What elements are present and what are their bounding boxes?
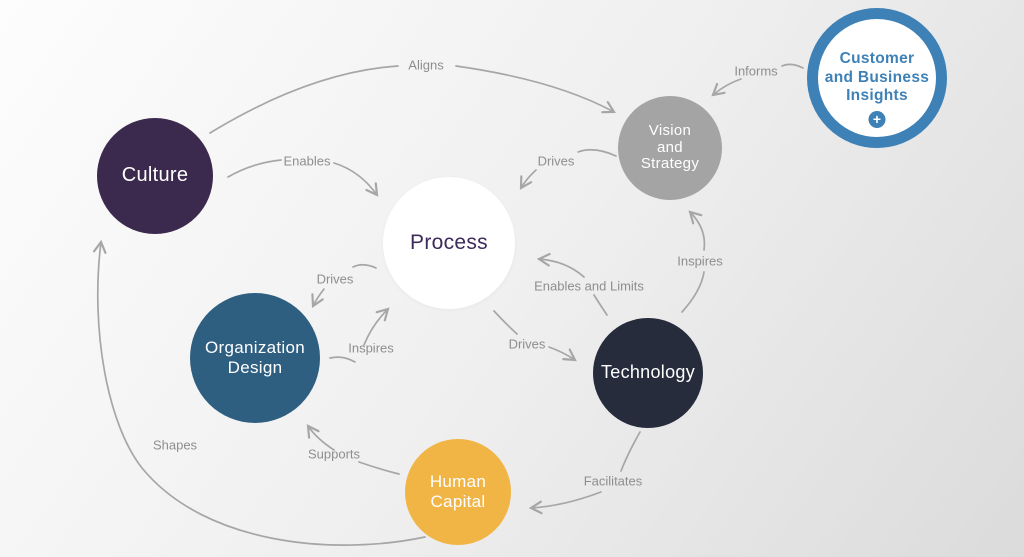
node-process: Process — [383, 177, 515, 309]
edge-label-enables: Enables — [283, 153, 331, 169]
node-culture: Culture — [97, 118, 213, 234]
edge-shapes-line — [92, 239, 426, 546]
edge-inspires-organization-line-end — [363, 307, 390, 346]
edge-informs-line-start — [781, 63, 804, 69]
node-technology-label: Technology — [600, 362, 696, 383]
edge-label-drives-process-technology: Drives — [508, 336, 546, 352]
node-vision-strategy: Vision and Strategy — [618, 96, 722, 200]
node-technology: Technology — [593, 318, 703, 428]
edge-drives-vision-line-end — [519, 169, 537, 190]
node-organization-design: Organization Design — [190, 293, 320, 423]
edge-drives-organization-line-end — [311, 288, 325, 308]
edge-enables-limits-line-start — [593, 294, 608, 316]
edge-label-shapes: Shapes — [152, 437, 198, 453]
node-culture-label: Culture — [121, 164, 189, 187]
edge-label-drives-vision-process: Drives — [537, 153, 575, 169]
edge-drives-technology-line-end — [548, 346, 577, 362]
edge-drives-technology-line-start — [493, 310, 518, 335]
edge-label-aligns: Aligns — [408, 57, 444, 73]
edge-enables-line-start — [227, 159, 282, 178]
edge-label-enables-and-limits: Enables and Limits — [534, 278, 644, 294]
edge-label-drives-process-organization: Drives — [316, 271, 354, 287]
edge-label-facilitates: Facilitates — [583, 473, 643, 489]
edge-enables-line-end — [333, 162, 379, 197]
node-process-label: Process — [410, 230, 488, 254]
edge-inspires-technology-line-end — [688, 210, 706, 251]
edge-label-inspires-organization-process: Inspires — [348, 340, 394, 356]
expand-plus-icon[interactable]: + — [868, 111, 886, 128]
edge-inspires-technology-line-start — [681, 271, 705, 313]
edge-enables-limits-line-end — [536, 252, 585, 278]
node-organization-design-label: Organization Design — [205, 337, 305, 377]
node-vision-strategy-label: Vision and Strategy — [640, 121, 700, 173]
edge-label-informs: Informs — [734, 63, 778, 79]
edge-supports-line-start — [358, 461, 400, 475]
edge-supports-line-end — [306, 424, 335, 451]
edge-label-inspires-technology-vision: Inspires — [677, 253, 723, 269]
node-customer-business-insights-label: Customer and Business Insights — [824, 49, 930, 105]
edge-informs-line-end — [711, 78, 742, 97]
edge-drives-organization-line-start — [352, 263, 377, 269]
node-customer-business-insights: Customer and Business Insights + — [807, 8, 947, 148]
edge-label-supports: Supports — [307, 446, 361, 462]
node-human-capital: Human Capital — [405, 439, 511, 545]
edge-facilitates-line-start — [620, 431, 641, 472]
edge-facilitates-line-end — [528, 491, 602, 515]
edge-aligns-line-end — [455, 65, 616, 114]
edge-inspires-organization-line-start — [329, 356, 356, 363]
node-human-capital-label: Human Capital — [429, 471, 487, 511]
edge-aligns-line-start — [209, 65, 399, 134]
edge-drives-vision-line-start — [577, 148, 617, 157]
